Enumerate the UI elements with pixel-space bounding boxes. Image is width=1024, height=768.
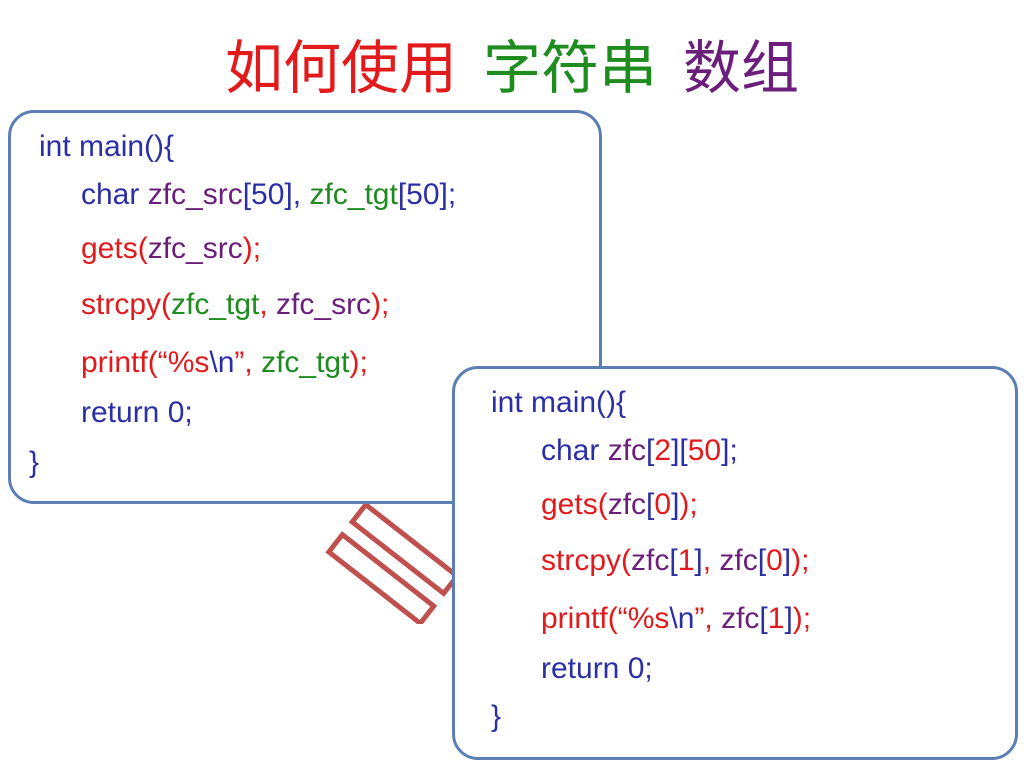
equals-bar-bottom xyxy=(325,531,438,624)
code-token: return 0; xyxy=(81,396,193,429)
code-token: zfc_src xyxy=(276,288,372,321)
code-line: return 0; xyxy=(81,395,193,431)
code-line: int main(){ xyxy=(491,385,626,421)
equals-bar-top xyxy=(348,504,461,597)
code-token: printf(“ xyxy=(81,346,168,379)
title-part-array: 数组 xyxy=(683,34,800,102)
title-part-string: 字符串 xyxy=(482,34,657,102)
code-token: \n xyxy=(209,346,235,379)
code-token: zfc xyxy=(631,544,670,577)
code-token: , xyxy=(702,544,720,577)
code-token: zfc xyxy=(607,488,647,521)
code-token: ); xyxy=(242,232,262,265)
code-line: printf(“%s\n”, zfc_tgt); xyxy=(81,345,368,381)
code-token: 0 xyxy=(766,544,783,577)
code-token: zfc_src xyxy=(147,232,243,265)
title-part-how-to-use: 如何使用 xyxy=(224,34,457,102)
code-line: printf(“%s\n”, zfc[1]); xyxy=(541,601,811,637)
code-token: zfc_tgt xyxy=(171,288,260,321)
code-token: [ xyxy=(757,544,767,577)
code-line: return 0; xyxy=(541,651,653,687)
code-token: ] xyxy=(671,488,680,521)
code-line: strcpy(zfc_tgt, zfc_src); xyxy=(81,287,389,323)
code-token: char xyxy=(541,434,608,467)
code-token: ] xyxy=(782,544,792,577)
code-token: zfc_src xyxy=(147,178,243,211)
code-token: [ xyxy=(669,544,678,577)
code-token: ); xyxy=(349,346,368,379)
code-line: } xyxy=(491,699,501,735)
code-token: 1 xyxy=(677,544,695,577)
code-token: } xyxy=(491,700,502,733)
code-token: int main(){ xyxy=(39,130,175,163)
code-token: zfc xyxy=(607,434,647,467)
code-token: \n xyxy=(669,602,695,635)
code-token: [50]; xyxy=(397,178,457,211)
code-token: 50 xyxy=(687,434,722,467)
code-line: char zfc[2][50]; xyxy=(541,433,738,469)
code-token: char xyxy=(81,178,148,211)
code-token: gets( xyxy=(541,488,608,521)
code-token: ); xyxy=(791,544,810,577)
code-token: zfc_tgt xyxy=(261,346,350,379)
code-token: } xyxy=(29,446,40,479)
code-token: ][ xyxy=(671,434,688,467)
code-token: ); xyxy=(679,488,698,521)
code-token: int main(){ xyxy=(491,386,627,419)
code-token: printf(“ xyxy=(541,602,628,635)
code-token: [ xyxy=(646,434,655,467)
code-token: %s xyxy=(627,602,670,635)
code-box-right: int main(){ char zfc[2][50]; gets(zfc[0]… xyxy=(452,366,1018,760)
code-token: [50], xyxy=(242,178,310,211)
code-token: zfc_tgt xyxy=(309,178,398,211)
code-line: gets(zfc_src); xyxy=(81,231,261,267)
code-token: ] xyxy=(784,602,793,635)
code-token: [ xyxy=(759,602,768,635)
code-token: 1 xyxy=(767,602,785,635)
code-token: ”, xyxy=(694,602,722,635)
code-token: strcpy( xyxy=(81,288,171,321)
code-line: char zfc_src[50], zfc_tgt[50]; xyxy=(81,177,456,213)
code-box-left: int main(){ char zfc_src[50], zfc_tgt[50… xyxy=(8,110,602,504)
code-token: 2 xyxy=(654,434,672,467)
code-line: gets(zfc[0]); xyxy=(541,487,698,523)
code-token: ); xyxy=(792,602,812,635)
code-token: strcpy( xyxy=(541,544,631,577)
code-token: ]; xyxy=(721,434,738,467)
code-line: strcpy(zfc[1], zfc[0]); xyxy=(541,543,809,579)
code-token: 0 xyxy=(654,488,672,521)
code-token: ] xyxy=(694,544,703,577)
code-token: , xyxy=(259,288,277,321)
page-title: 如何使用字符串数组 xyxy=(0,28,1024,108)
code-token: [ xyxy=(646,488,655,521)
code-token: zfc xyxy=(719,544,758,577)
code-token: return 0; xyxy=(541,652,653,685)
equals-sign-icon xyxy=(325,504,461,624)
code-line: } xyxy=(29,445,39,481)
code-token: ); xyxy=(371,288,390,321)
code-line: int main(){ xyxy=(39,129,174,165)
code-token: ”, xyxy=(234,346,262,379)
code-token: %s xyxy=(167,346,210,379)
code-token: zfc xyxy=(721,602,760,635)
code-token: gets( xyxy=(81,232,148,265)
